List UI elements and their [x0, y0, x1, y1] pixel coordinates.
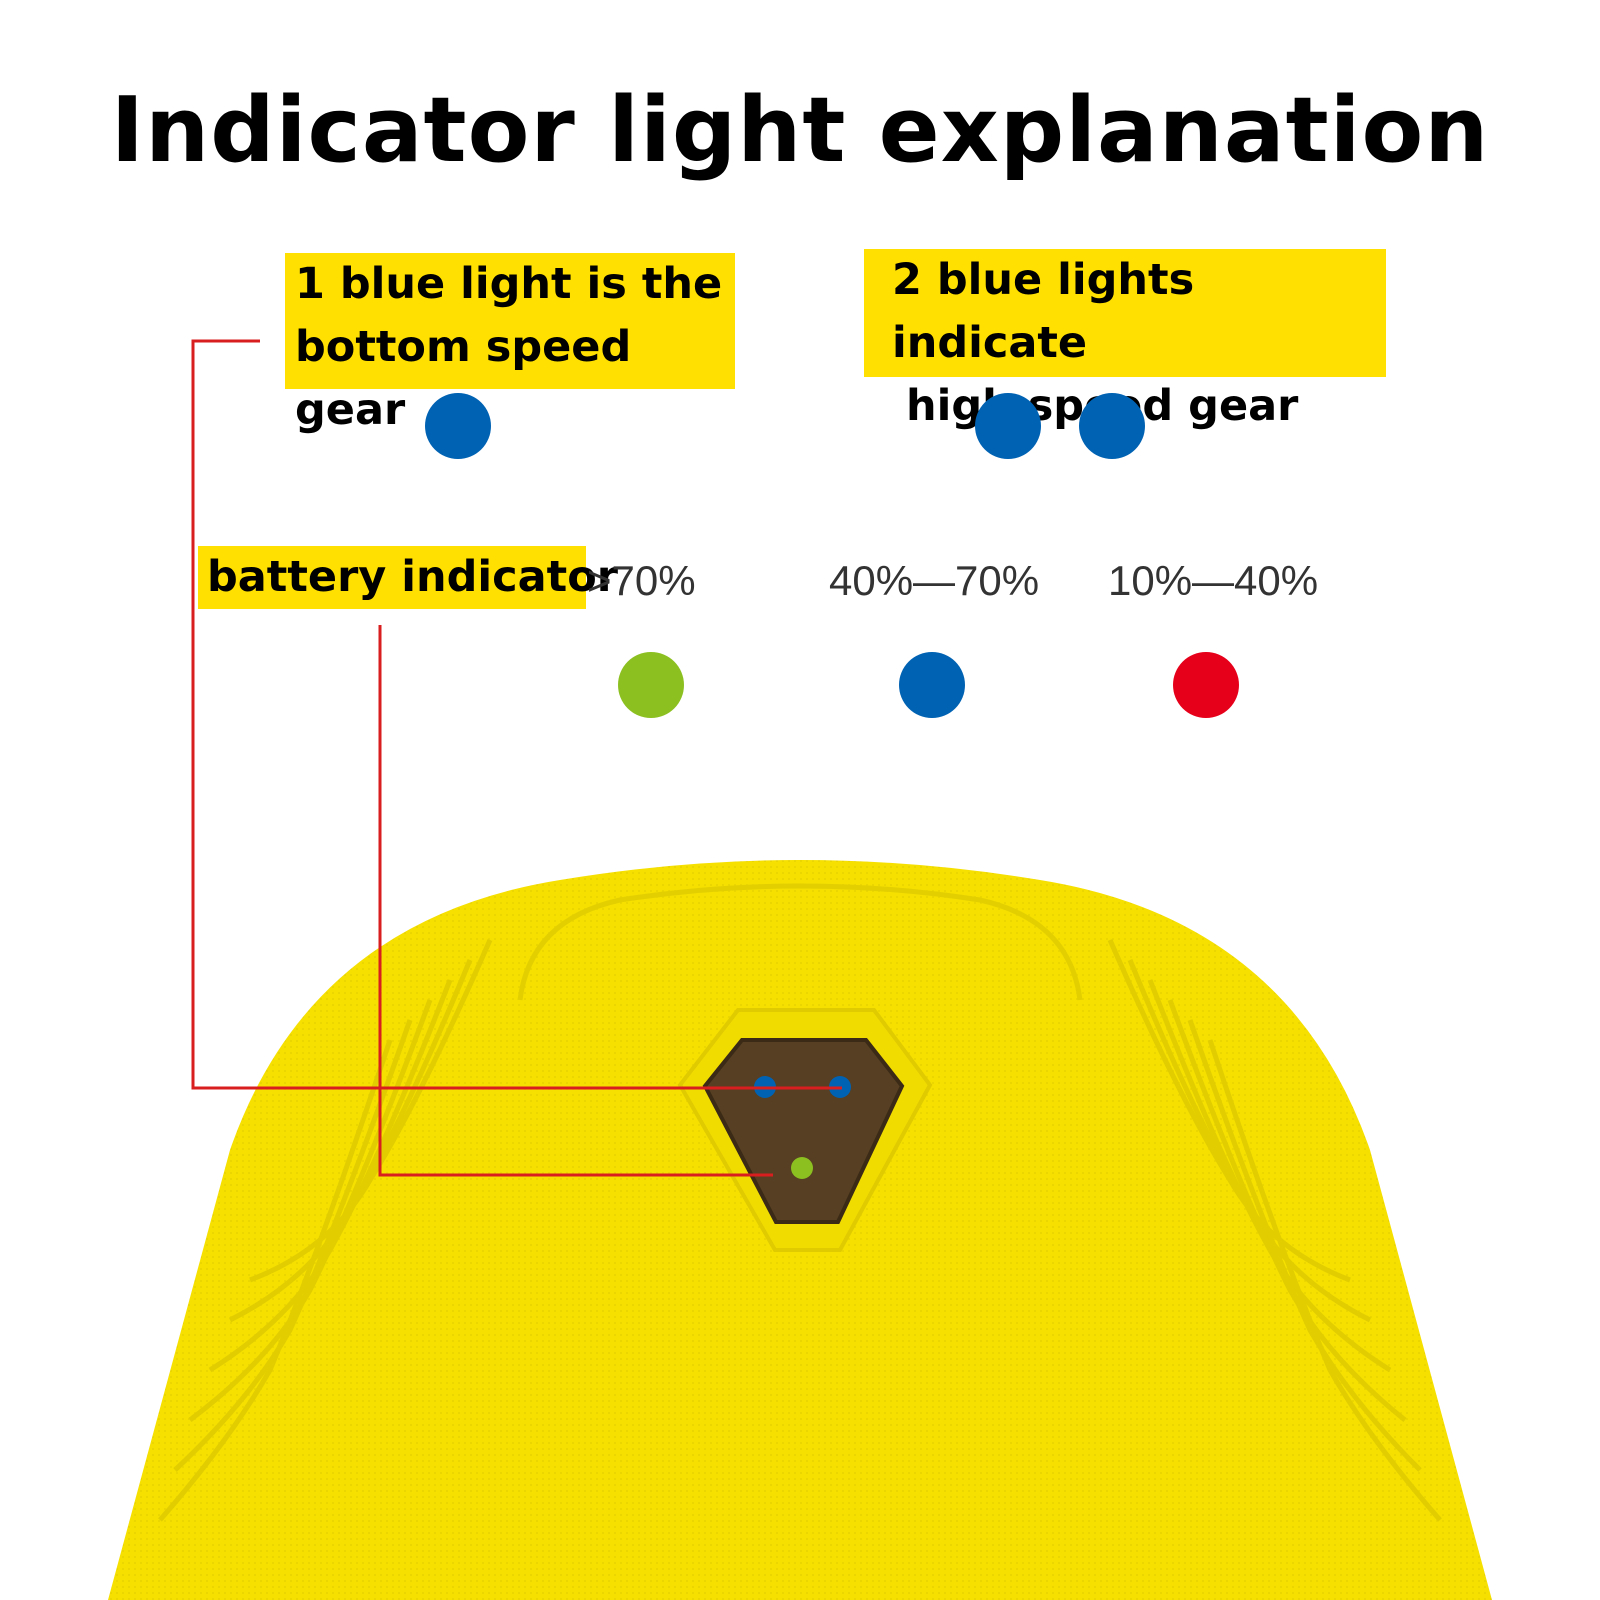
- speed-leader-line: [191, 339, 842, 1090]
- two-blue-lights-label: 2 blue lights indicate high speed gear: [864, 249, 1386, 431]
- legend-blue-light-single: [425, 393, 491, 459]
- one-blue-label-line1: 1 blue light is the: [295, 259, 723, 309]
- legend-blue-light-pair-1: [975, 393, 1041, 459]
- battery-blue-light: [899, 652, 965, 718]
- battery-leader-line: [378, 625, 773, 1177]
- battery-level-medium: 40%—70%: [829, 557, 1040, 604]
- battery-level-high: >70%: [587, 557, 696, 604]
- battery-indicator-label: battery indicator: [198, 546, 618, 609]
- legend-blue-light-pair-2: [1079, 393, 1145, 459]
- panel-battery-light: [791, 1157, 813, 1179]
- left-ridge-lines: [158, 938, 493, 1522]
- one-blue-light-label: 1 blue light is the bottom speed gear: [285, 253, 735, 435]
- page-title: Indicator light explanation: [110, 78, 1490, 183]
- battery-red-light: [1173, 652, 1239, 718]
- two-blue-label-line1: 2 blue lights indicate: [892, 255, 1195, 368]
- battery-green-light: [618, 652, 684, 718]
- one-blue-label-line2: bottom speed gear: [295, 322, 632, 435]
- right-ridge-lines: [1107, 938, 1442, 1522]
- device-inner-ridge: [517, 883, 1083, 1001]
- battery-level-low: 10%—40%: [1108, 557, 1319, 604]
